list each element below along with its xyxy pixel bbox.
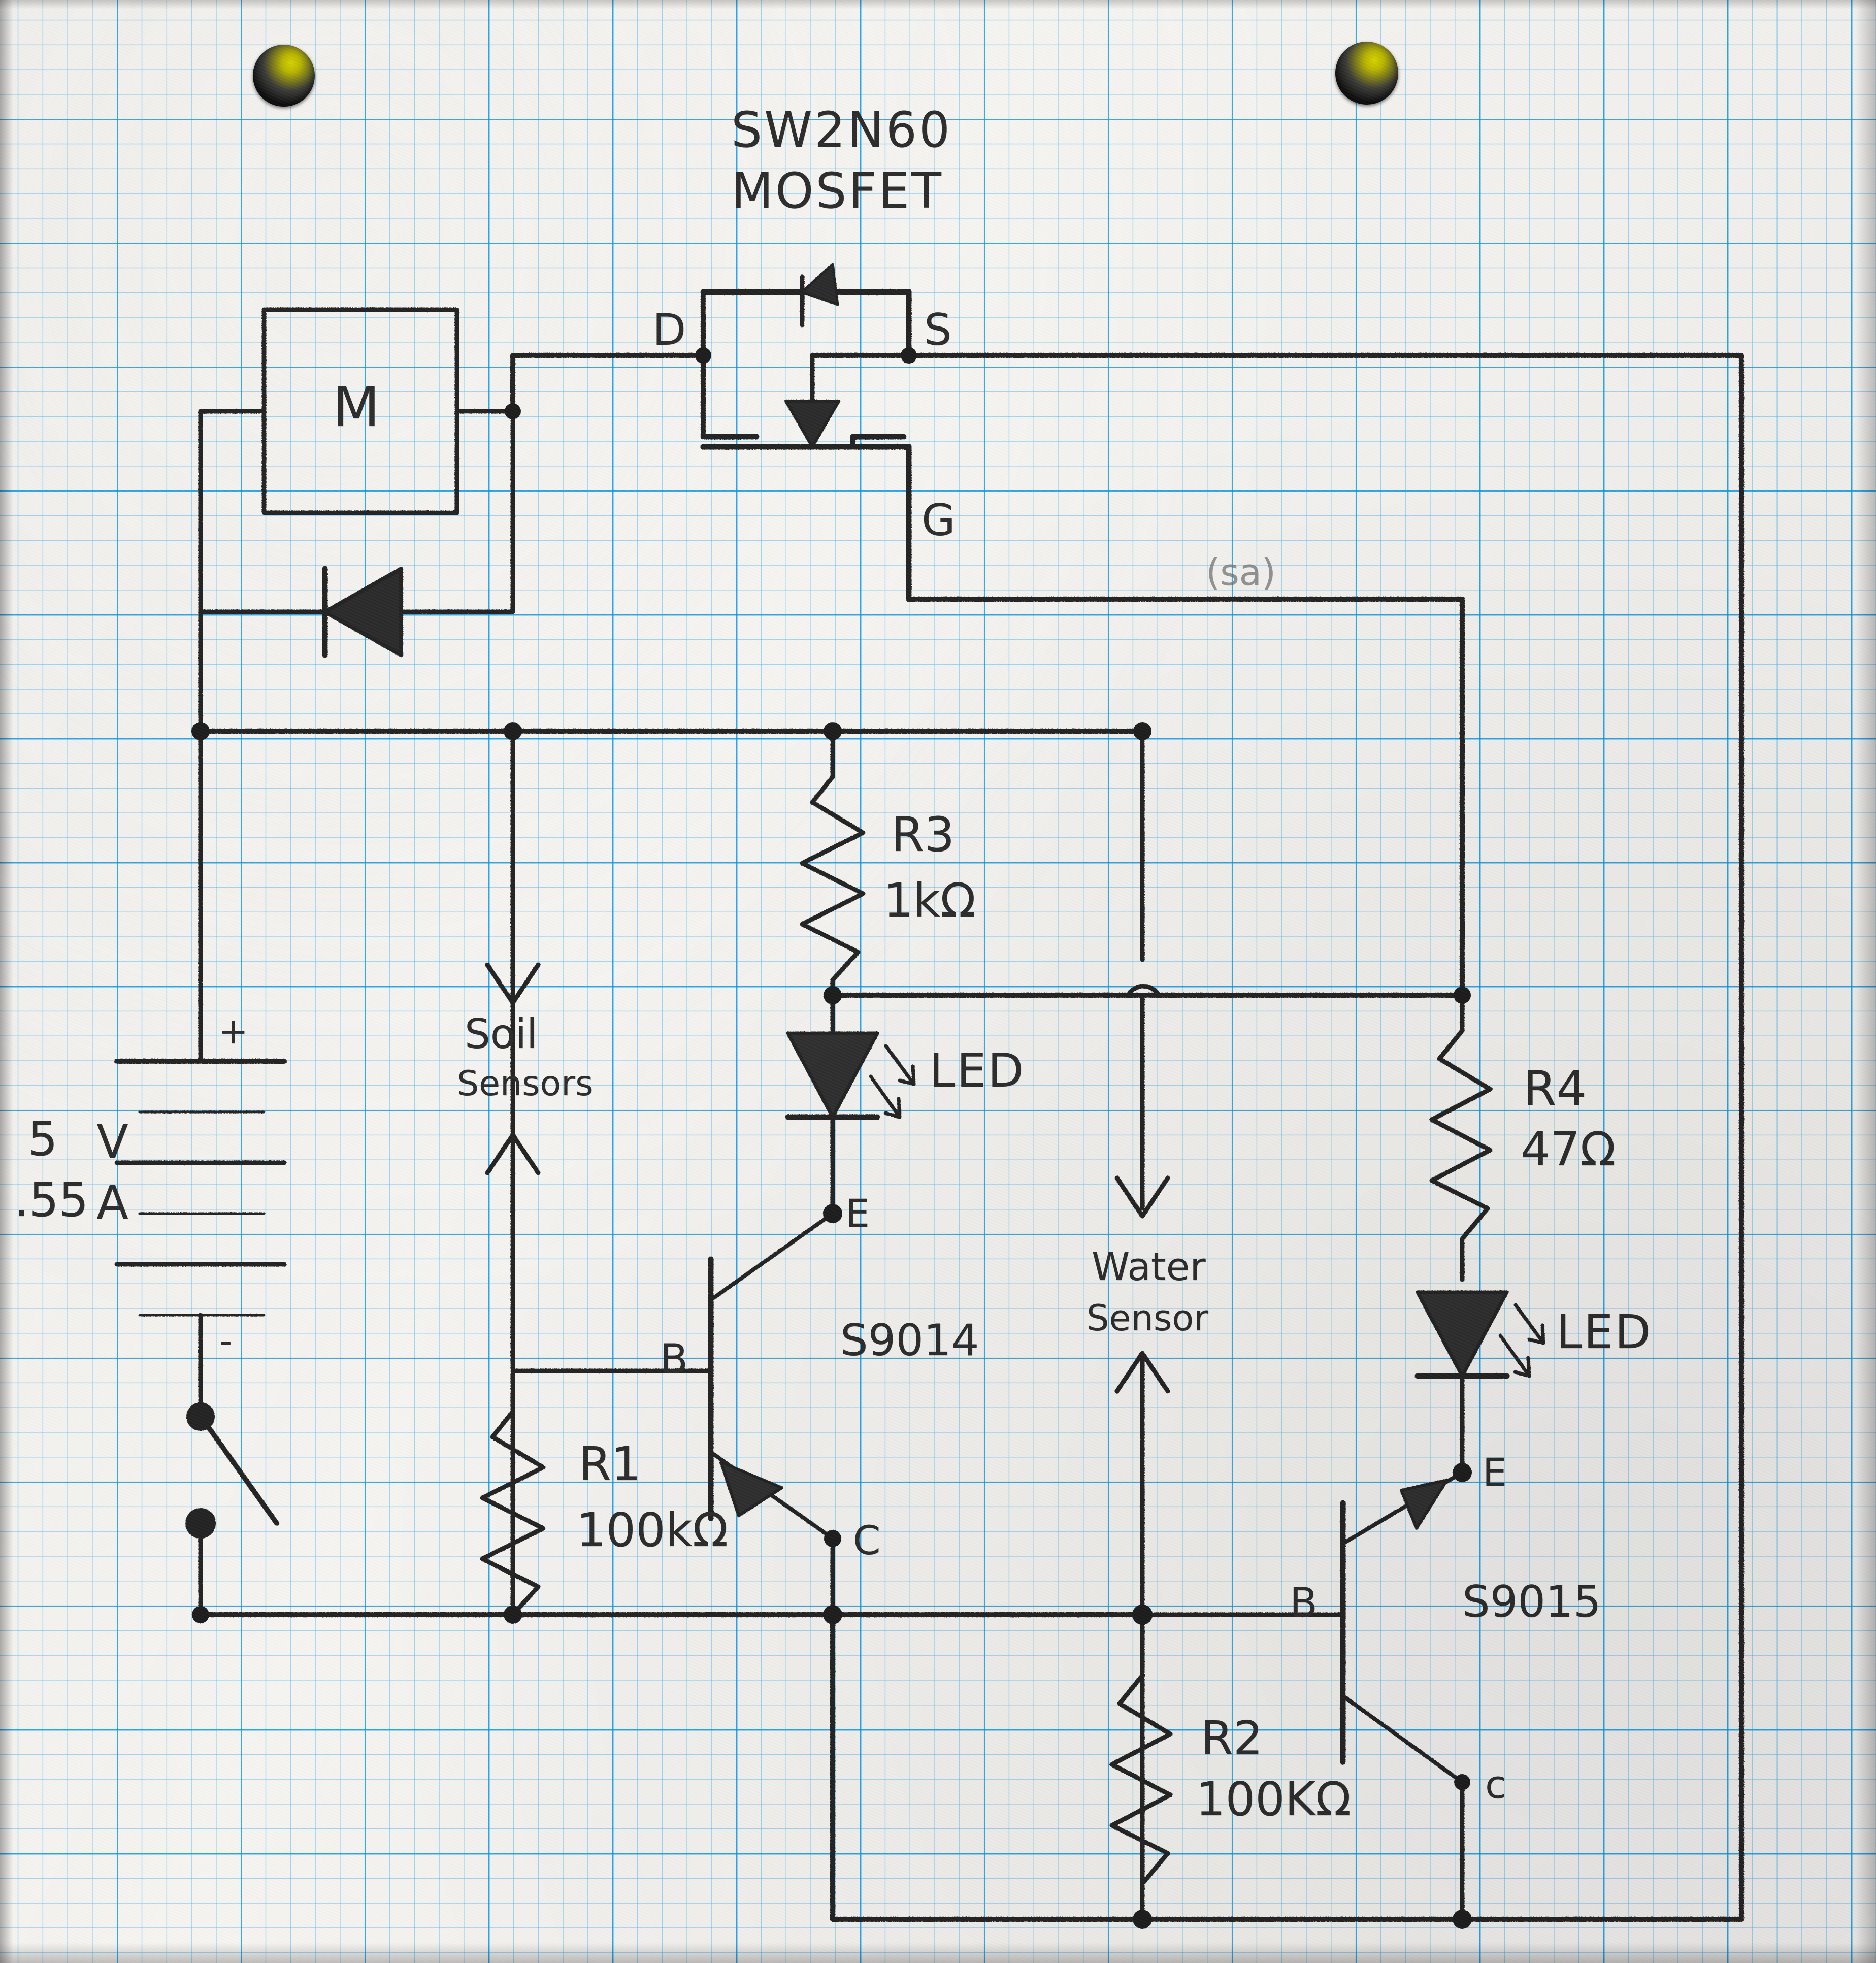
wire-bottom-return	[830, 1612, 1744, 1922]
mosfet-gate-label: G	[921, 495, 956, 546]
mosfet-part-number-line1: SW2N60	[731, 102, 952, 158]
page-edge-shadow-left	[0, 0, 13, 1963]
junction-dot	[824, 722, 842, 740]
junction-dot	[823, 1204, 842, 1223]
mosfet-source-label: S	[924, 305, 952, 355]
resistor-R1-symbol	[480, 1368, 546, 1617]
transistor-S9014-base-label: B	[660, 1335, 688, 1383]
battery-minus-label: -	[219, 1320, 233, 1362]
resistor-R2-ref: R2	[1201, 1711, 1263, 1765]
junction-dots	[191, 347, 1472, 1929]
transistor-S9014-ref: S9014	[840, 1315, 979, 1366]
page-edge-shadow-top	[0, 0, 1876, 9]
flyback-diode-symbol	[198, 353, 515, 658]
transistor-S9014-symbol	[510, 1212, 835, 1617]
battery-current-unit: A	[96, 1175, 128, 1230]
soil-sensor-symbol	[485, 729, 541, 1175]
led1-label: LED	[929, 1043, 1026, 1098]
junction-dot	[823, 1605, 842, 1624]
water-sensor-label-line1: Water	[1092, 1244, 1206, 1289]
resistor-R3-value: 1kΩ	[883, 873, 976, 928]
resistor-R1-value: 100kΩ	[576, 1503, 729, 1557]
battery-voltage-unit: V	[96, 1115, 128, 1169]
water-sensor-label-line2: Sensor	[1087, 1297, 1208, 1339]
junction-dot	[192, 1606, 209, 1623]
mosfet-drain-label: D	[652, 305, 686, 355]
junction-dot	[504, 722, 522, 740]
wire-motor-to-drain	[510, 353, 706, 414]
junction-dot	[1132, 1605, 1153, 1625]
resistor-R4-symbol	[1429, 993, 1493, 1282]
junction-dot	[695, 347, 711, 364]
junction-dot	[1133, 722, 1151, 740]
junction-dot	[1453, 1463, 1472, 1482]
transistor-S9015-emitter-label: E	[1483, 1450, 1507, 1495]
resistor-R4-ref: R4	[1523, 1061, 1587, 1117]
transistor-S9014-collector-label: C	[853, 1518, 881, 1564]
transistor-S9015-ref: S9015	[1462, 1577, 1601, 1627]
wire-hop-bridge	[1126, 984, 1161, 998]
led2-symbol	[1414, 1290, 1545, 1475]
resistor-R3-symbol	[800, 774, 866, 998]
junction-dot	[1454, 987, 1471, 1004]
junction-dot	[1453, 1910, 1472, 1929]
soil-sensor-label-line1: Soil	[465, 1010, 538, 1058]
punch-hole-right	[1335, 42, 1398, 105]
junction-dot	[901, 347, 917, 364]
battery-current-value: .55	[14, 1173, 89, 1227]
junction-dot	[824, 986, 842, 1004]
transistor-S9015-symbol	[1140, 1470, 1465, 1922]
switch-symbol	[185, 1402, 279, 1617]
gate-net-annotation: (sa)	[1206, 551, 1276, 594]
page-edge-shadow-bottom	[0, 1943, 1876, 1963]
junction-dot	[824, 1530, 841, 1547]
junction-dot	[191, 722, 210, 740]
mosfet-symbol	[700, 263, 1744, 602]
led1-symbol	[785, 993, 916, 1216]
motor-label: M	[333, 376, 380, 439]
resistor-R4-value: 47Ω	[1521, 1122, 1616, 1176]
mosfet-part-number-line2: MOSFET	[731, 162, 943, 219]
transistor-S9014-emitter-label: E	[845, 1191, 870, 1236]
junction-dot	[1133, 1910, 1152, 1929]
battery-symbol	[114, 729, 287, 1419]
wire-gate-net	[906, 597, 1465, 998]
junction-dot	[1454, 1774, 1470, 1790]
led2-label: LED	[1556, 1305, 1653, 1359]
punch-hole-left	[253, 45, 315, 107]
transistor-S9015-collector-label: c	[1485, 1762, 1506, 1807]
junction-dot	[504, 1606, 522, 1624]
soil-sensor-label-line2: Sensors	[457, 1064, 594, 1104]
transistor-S9015-base-label: B	[1290, 1579, 1318, 1626]
junction-dot	[505, 403, 521, 419]
resistor-R3-ref: R3	[891, 807, 955, 863]
resistor-R2-value: 100KΩ	[1196, 1772, 1352, 1826]
battery-voltage-value: 5	[28, 1112, 58, 1166]
battery-plus-label: +	[218, 1010, 248, 1052]
resistor-R1-ref: R1	[579, 1437, 641, 1491]
page-edge-shadow-right	[1856, 0, 1876, 1963]
